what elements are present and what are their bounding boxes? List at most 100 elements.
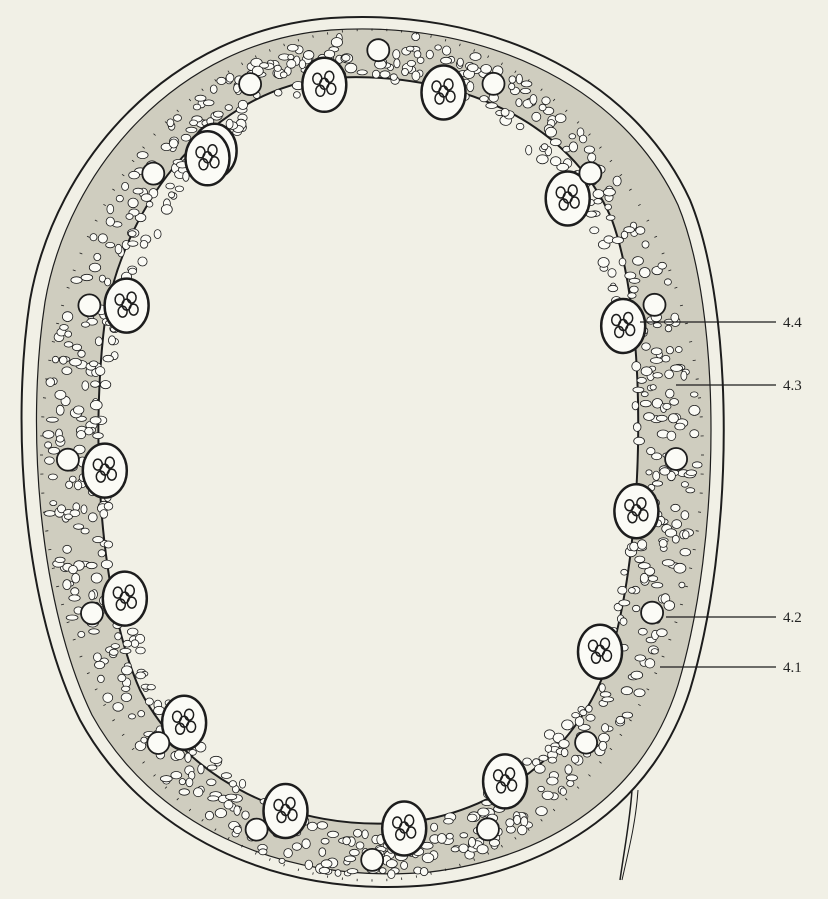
cortex-cell	[120, 648, 131, 653]
cortex-cell	[670, 399, 679, 406]
small-vascular-bundle	[142, 163, 164, 185]
cortex-cell	[645, 659, 655, 668]
small-vascular-bundle	[641, 602, 663, 624]
cortex-cell	[444, 818, 454, 824]
cortex-cell	[640, 400, 651, 406]
cortex-cell	[467, 82, 474, 92]
small-vascular-bundle	[81, 602, 103, 624]
cortex-cell	[638, 563, 650, 569]
cortex-cell	[166, 183, 175, 189]
cortex-cell	[538, 786, 545, 791]
cortex-cell	[541, 144, 548, 150]
cortex-cell	[686, 488, 695, 493]
cortex-cell	[160, 776, 172, 782]
label-4-3: 4.3	[783, 378, 802, 394]
cortex-cell	[131, 640, 139, 648]
cortex-cell	[226, 794, 237, 800]
cortex-cell	[422, 853, 434, 863]
cortex-cell	[66, 615, 78, 620]
cortex-cell	[640, 573, 648, 583]
small-vascular-bundle	[246, 819, 268, 841]
cortex-cell	[616, 716, 624, 724]
epidermal-cell-wall	[45, 379, 48, 380]
cortex-cell	[65, 331, 72, 337]
cortex-cell	[208, 796, 219, 801]
cortex-cell	[335, 870, 341, 877]
cortex-cell	[136, 647, 146, 654]
cortex-cell	[74, 406, 84, 414]
cortex-cell	[190, 120, 198, 126]
cortex-cell	[194, 788, 203, 797]
cortex-cell	[104, 541, 113, 548]
epidermal-cell-wall	[313, 872, 314, 874]
cortex-cell	[146, 201, 153, 207]
cortex-cell	[217, 77, 226, 84]
cortex-cell	[98, 675, 105, 682]
bundle-sheath	[105, 279, 149, 333]
cortex-cell	[107, 204, 114, 213]
epidermal-cell-wall	[431, 872, 432, 874]
cortex-cell	[653, 471, 660, 480]
cortex-cell	[284, 849, 293, 858]
cortex-cell	[584, 146, 594, 153]
cortex-cell	[90, 234, 97, 241]
cortex-cell	[665, 325, 672, 332]
cortex-cell	[608, 285, 618, 291]
vascular-bundle	[302, 58, 346, 112]
cortex-cell	[137, 152, 148, 159]
cortex-cell	[169, 139, 178, 148]
vascular-bundle	[103, 572, 147, 626]
bundle-sheath	[186, 131, 230, 185]
cortex-cell	[635, 655, 646, 661]
trichome-hair-inner	[622, 790, 638, 880]
cortex-cell	[451, 847, 459, 852]
vascular-bundle	[186, 131, 230, 185]
cortex-cell	[516, 99, 522, 107]
cortex-cell	[518, 825, 527, 835]
cortex-cell	[523, 758, 532, 765]
cortex-cell	[115, 244, 122, 254]
epidermal-cell-wall	[298, 869, 299, 871]
cortex-cell	[619, 258, 626, 266]
cortex-cell	[593, 190, 604, 199]
cortex-cell	[412, 71, 420, 81]
cortex-cell	[457, 58, 463, 66]
cortex-cell	[82, 381, 89, 390]
cortex-cell	[141, 194, 152, 202]
cortex-cell	[62, 312, 72, 322]
cortex-cell	[641, 392, 648, 397]
cortex-cell	[536, 807, 548, 816]
label-4-2: 4.2	[783, 610, 802, 626]
cortex-cell	[94, 253, 101, 260]
cortex-cell	[89, 591, 95, 600]
cortex-cell	[506, 819, 514, 827]
cortex-cell	[602, 724, 609, 733]
cortex-cell	[81, 274, 93, 280]
cortex-cell	[71, 588, 79, 595]
cortex-cell	[89, 629, 100, 634]
cortex-cell	[141, 737, 147, 743]
cortex-cell	[350, 849, 360, 856]
cortex-cell	[656, 415, 667, 421]
cortex-cell	[345, 63, 357, 73]
cortex-cell	[680, 549, 691, 556]
cortex-cell	[648, 576, 657, 582]
cortex-cell	[660, 468, 670, 475]
cortex-cell	[210, 756, 222, 763]
small-vascular-bundle	[644, 294, 666, 316]
bundle-sheath	[264, 784, 308, 838]
vascular-bundle	[614, 484, 658, 538]
cortex-cell	[683, 531, 690, 539]
cortex-cell	[539, 755, 548, 761]
cortex-cell	[646, 470, 652, 475]
small-vascular-bundle	[477, 818, 499, 840]
cortex-cell	[86, 562, 97, 568]
cortex-cell	[653, 323, 661, 328]
epidermal-cell-wall	[696, 379, 699, 380]
cortex-cell	[468, 64, 479, 72]
vascular-bundle	[601, 299, 645, 353]
vascular-bundle	[578, 625, 622, 679]
cortex-cell	[210, 85, 217, 93]
cortex-cell	[195, 95, 206, 101]
cortex-cell	[347, 869, 358, 874]
